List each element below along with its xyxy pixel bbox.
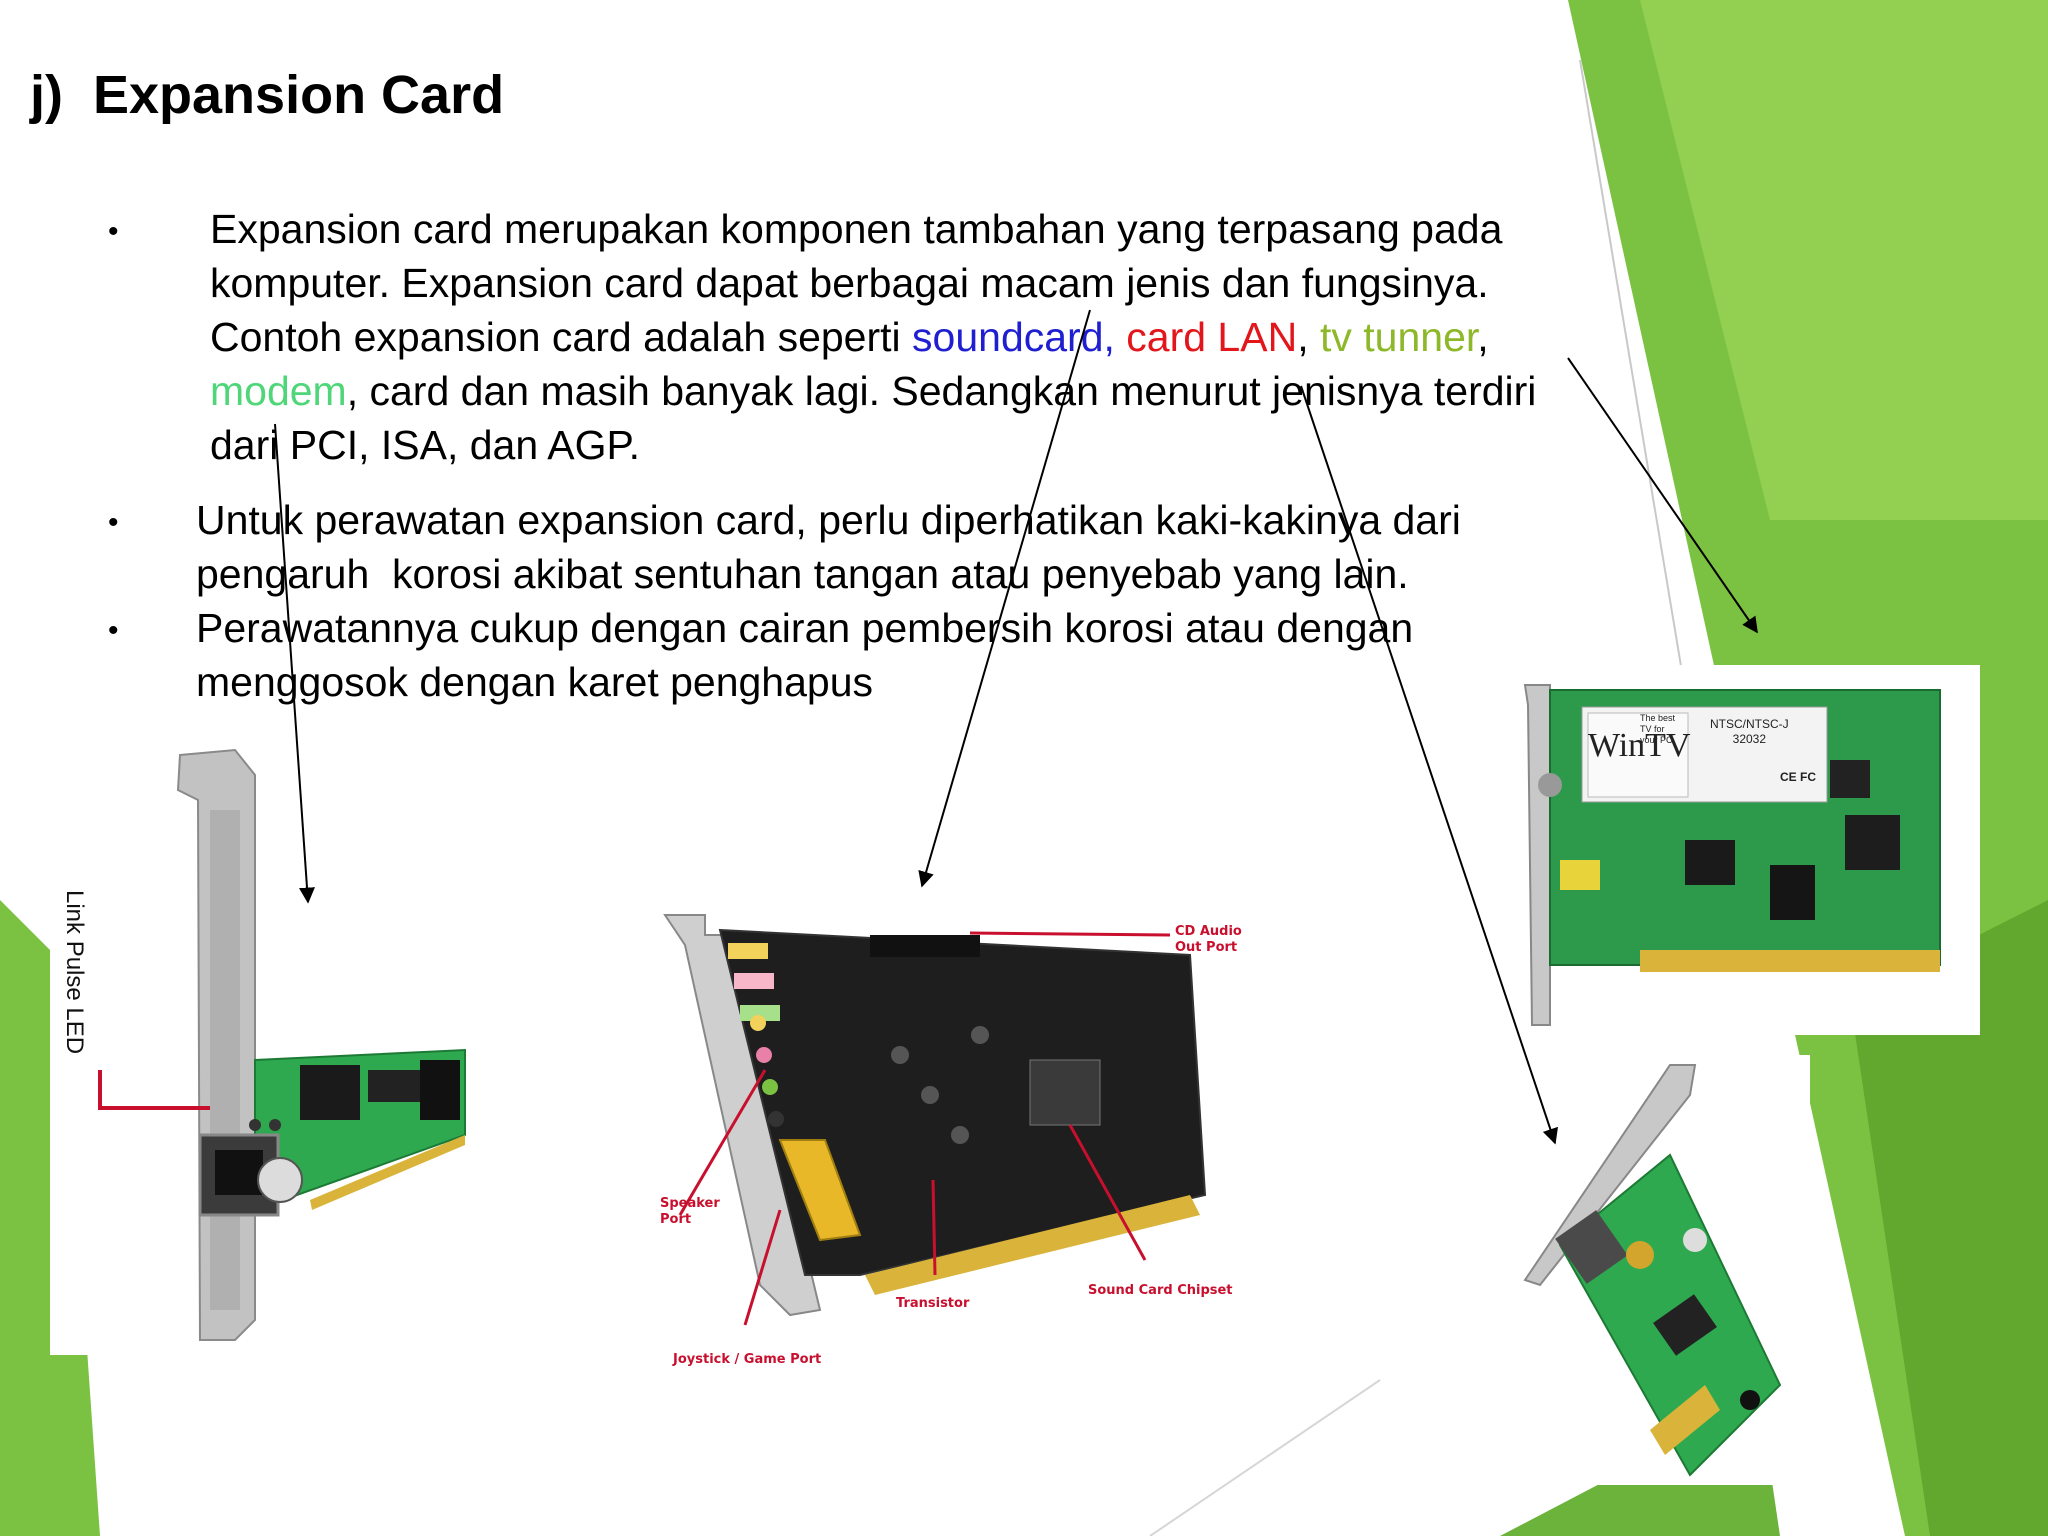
sound-card-image xyxy=(650,895,1250,1385)
paragraph-line: Perawatannya cukup dengan cairan pembers… xyxy=(196,601,1413,655)
cd-audio-callout: CD Audio Out Port xyxy=(1175,924,1242,955)
text-run: pengaruh korosi akibat sentuhan tangan a… xyxy=(196,551,1409,597)
chipset-callout: Sound Card Chipset xyxy=(1088,1283,1233,1298)
paragraph-line: komputer. Expansion card dapat berbagai … xyxy=(210,256,1536,310)
link-pulse-led-label: Link Pulse LED xyxy=(61,890,88,1055)
paragraph-line: pengaruh korosi akibat sentuhan tangan a… xyxy=(196,547,1461,601)
bullet-paragraph-2: Untuk perawatan expansion card, perlu di… xyxy=(196,493,1461,601)
paragraph-line: Expansion card merupakan komponen tambah… xyxy=(210,202,1536,256)
text-run: Expansion card merupakan komponen tambah… xyxy=(210,206,1503,252)
text-run: Untuk perawatan expansion card, perlu di… xyxy=(196,497,1461,543)
text-run: , xyxy=(1477,314,1489,360)
lan-card-image xyxy=(50,740,530,1355)
bullet-icon: • xyxy=(108,614,119,647)
lan-card-icon xyxy=(98,748,466,1341)
highlighted-term: modem xyxy=(210,368,347,414)
highlighted-term: tv tunner xyxy=(1320,314,1478,360)
tv-tuner-card-icon xyxy=(1523,684,1941,1026)
bullet-paragraph-3: Perawatannya cukup dengan cairan pembers… xyxy=(196,601,1413,709)
joystick-port-callout: Joystick / Game Port xyxy=(673,1352,822,1367)
text-run: menggosok dengan karet penghapus xyxy=(196,659,874,705)
text-run: Perawatannya cukup dengan cairan pembers… xyxy=(196,605,1414,651)
text-run: Contoh expansion card adalah seperti xyxy=(210,314,913,360)
wintv-tagline: The best TV for your PC xyxy=(1640,713,1676,745)
bullet-paragraph-1: Expansion card merupakan komponen tambah… xyxy=(210,202,1536,472)
paragraph-line: Untuk perawatan expansion card, perlu di… xyxy=(196,493,1461,547)
bullet-icon: • xyxy=(108,215,119,248)
highlighted-term: soundcard, xyxy=(912,314,1127,360)
tv-tuner-card-image: WinTV The best TV for your PC NTSC/NTSC-… xyxy=(1490,665,1980,1035)
decor-line xyxy=(1149,1379,1381,1536)
text-run: dari PCI, ISA, dan AGP. xyxy=(210,422,640,468)
transistor-callout: Transistor xyxy=(896,1296,970,1311)
paragraph-line: menggosok dengan karet penghapus xyxy=(196,655,1413,709)
bullet-icon: • xyxy=(108,506,119,539)
paragraph-line: dari PCI, ISA, dan AGP. xyxy=(210,418,1536,472)
wintv-cert-marks: CE FC xyxy=(1780,770,1816,784)
speaker-port-callout: Speaker Port xyxy=(660,1196,720,1227)
right-dark-green-panel xyxy=(1850,900,2048,1536)
wintv-model: NTSC/NTSC-J 32032 xyxy=(1710,717,1789,746)
sound-card-icon xyxy=(663,914,1207,1326)
modem-card-icon xyxy=(1523,1064,1782,1477)
modem-card-image xyxy=(1490,1055,1810,1485)
text-run: , card dan masih banyak lagi. Sedangkan … xyxy=(346,368,1537,414)
highlighted-term: card LAN xyxy=(1126,314,1298,360)
text-run: komputer. Expansion card dapat berbagai … xyxy=(210,260,1489,306)
slide-title: j) Expansion Card xyxy=(30,65,505,125)
paragraph-line: modem, card dan masih banyak lagi. Sedan… xyxy=(210,364,1536,418)
paragraph-line: Contoh expansion card adalah seperti sou… xyxy=(210,310,1536,364)
text-run: , xyxy=(1297,314,1320,360)
